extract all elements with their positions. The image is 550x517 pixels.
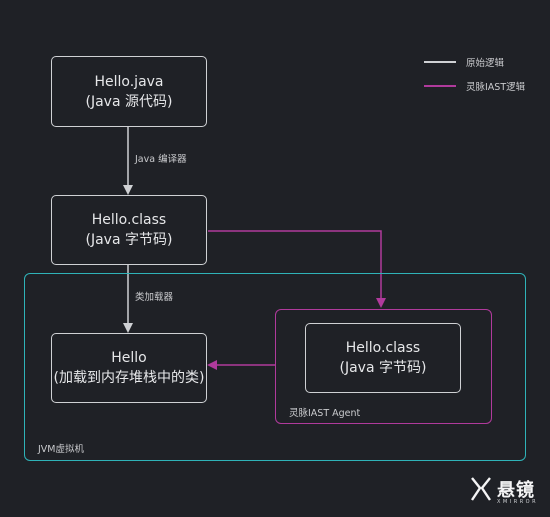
edge-classloader-label: 类加载器: [135, 292, 174, 303]
group-iast-agent: [275, 309, 492, 424]
node-source-subtitle: (Java 源代码): [85, 93, 173, 110]
legend-iast-line: [424, 85, 456, 87]
node-loaded-subtitle: (加载到内存堆栈中的类): [53, 370, 205, 386]
node-loaded-title: Hello: [111, 350, 147, 366]
group-jvm: [24, 273, 526, 461]
edge-iast-intercept: [208, 230, 386, 308]
node-bytecode-title: Hello.class: [91, 212, 167, 228]
node-source-code: Hello.java (Java 源代码): [51, 56, 207, 127]
xmirror-logo-icon: [471, 477, 491, 501]
node-agent-bytecode-title: Hello.class: [345, 340, 421, 356]
group-jvm-label: JVM虚拟机: [38, 444, 84, 455]
legend-original-label: 原始逻辑: [466, 58, 505, 69]
brand-subtitle: XMIRROR: [497, 499, 539, 505]
node-source-title: Hello.java: [94, 73, 164, 90]
group-iast-agent-label: 灵脉IAST Agent: [289, 408, 361, 419]
node-loaded-class: Hello (加载到内存堆栈中的类): [51, 333, 207, 403]
node-bytecode-subtitle: (Java 字节码): [85, 232, 173, 248]
brand-name: 悬镜: [497, 480, 535, 501]
node-agent-bytecode: Hello.class (Java 字节码): [305, 323, 461, 393]
node-agent-bytecode-subtitle: (Java 字节码): [339, 360, 427, 376]
node-bytecode: Hello.class (Java 字节码): [51, 195, 207, 265]
edge-compile-label: Java 编译器: [135, 154, 187, 165]
legend-original-line: [424, 61, 456, 63]
legend-iast-label: 灵脉IAST逻辑: [466, 82, 526, 93]
